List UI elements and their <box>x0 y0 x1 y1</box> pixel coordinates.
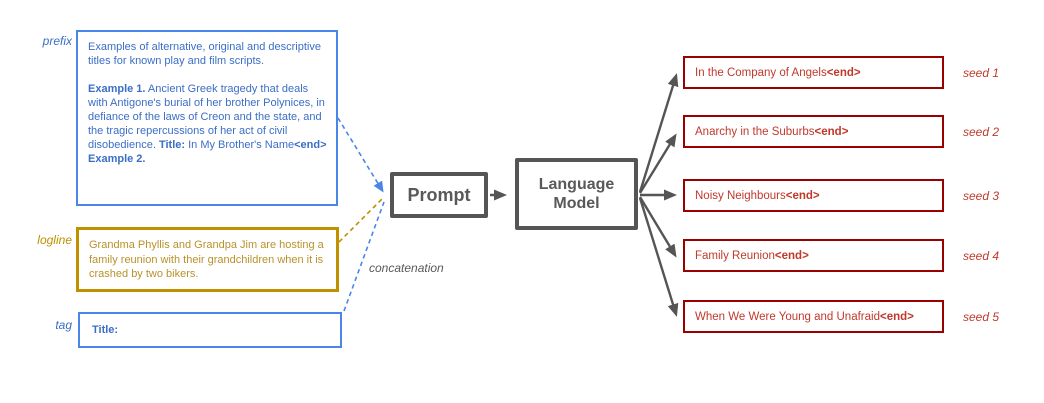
seed2-label: seed 2 <box>963 125 1000 139</box>
logline-text: Grandma Phyllis and Grandpa Jim are host… <box>89 239 324 280</box>
seed5-output-box: When We Were Young and Unafraid<end> <box>683 300 944 333</box>
logline-to-prompt-dashed-line <box>338 196 385 243</box>
concatenation-label: concatenation <box>369 261 444 275</box>
prefix-box: Examples of alternative, original and de… <box>76 30 338 206</box>
logline-label: logline <box>37 233 72 247</box>
seed4-label: seed 4 <box>963 249 1000 263</box>
prompt-text: Prompt <box>407 184 471 205</box>
tag-to-prompt-dashed-line <box>343 201 385 312</box>
seed4-text: Family Reunion<end> <box>695 249 809 262</box>
model-to-seed1-arrow <box>638 73 679 193</box>
seed5-label: seed 5 <box>963 310 1000 324</box>
seed3-text: Noisy Neighbours<end> <box>695 189 820 202</box>
seed1-text: In the Company of Angels<end> <box>695 66 861 79</box>
seed1-label: seed 1 <box>963 66 1000 80</box>
tag-label: tag <box>55 318 72 332</box>
seed5-text: When We Were Young and Unafraid<end> <box>695 310 914 323</box>
prefix-example-text: Example 1. Ancient Greek tragedy that de… <box>88 83 327 165</box>
seed1-output-box: In the Company of Angels<end> <box>683 56 944 89</box>
seed3-label: seed 3 <box>963 189 1000 203</box>
prompt-box: Prompt <box>390 172 488 218</box>
language-model-text: Language Model <box>538 176 615 212</box>
seed2-text: Anarchy in the Suburbs<end> <box>695 125 849 138</box>
prefix-label: prefix <box>42 34 72 48</box>
language-model-box: Language Model <box>515 158 638 230</box>
prefix-paragraph-gap <box>88 68 328 82</box>
seed4-output-box: Family Reunion<end> <box>683 239 944 272</box>
tag-text: Title: <box>92 324 119 336</box>
model-to-seed5-arrow <box>638 197 679 317</box>
model-to-seed4-arrow <box>638 196 677 258</box>
model-to-seed2-arrow <box>638 133 677 194</box>
tag-box: Title: <box>78 312 342 348</box>
seed3-output-box: Noisy Neighbours<end> <box>683 179 944 212</box>
seed2-output-box: Anarchy in the Suburbs<end> <box>683 115 944 148</box>
prefix-to-prompt-dashed-line <box>337 117 384 193</box>
logline-box: Grandma Phyllis and Grandpa Jim are host… <box>76 227 339 292</box>
prefix-intro-text: Examples of alternative, original and de… <box>88 41 321 67</box>
